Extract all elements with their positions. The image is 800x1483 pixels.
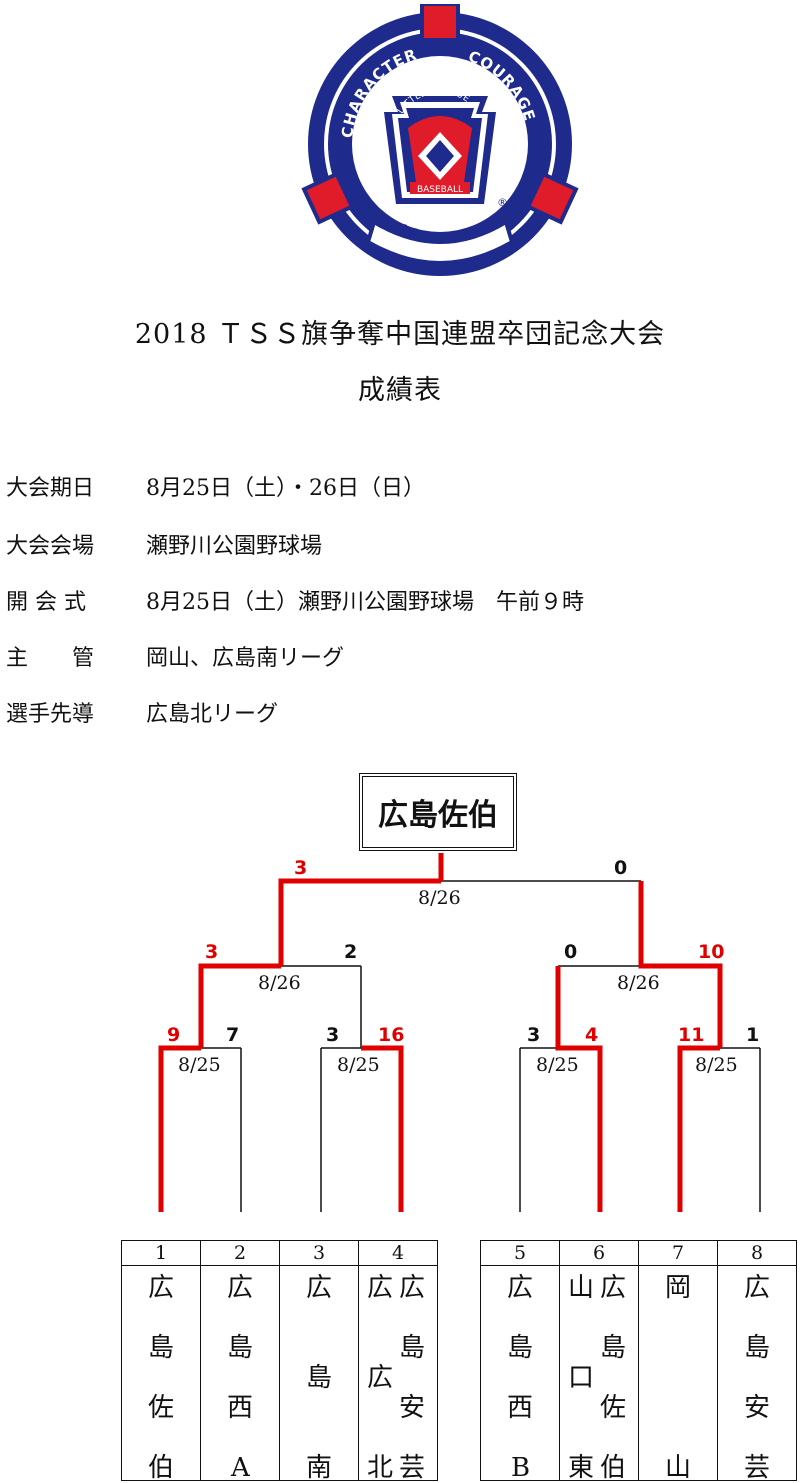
team-char: 伯 — [148, 1453, 175, 1483]
team-char: 広 — [367, 1273, 394, 1303]
team-number: 5 — [480, 1240, 560, 1266]
semi2-left-score: 0 — [564, 941, 578, 963]
team-char: 山 — [665, 1453, 692, 1483]
team-number: 1 — [121, 1240, 201, 1266]
r1-g1-right-score: 7 — [226, 1024, 240, 1046]
team-char: 島 — [507, 1333, 534, 1363]
team-char: 広 — [306, 1273, 333, 1303]
team-name-hiroshima-minami: 広 島 南 — [279, 1265, 359, 1483]
team-name-hiroshima-nishi-a: 広 島 西 A — [200, 1265, 280, 1483]
team-char: 佐 — [148, 1393, 175, 1423]
final-date: 8/26 — [418, 887, 461, 909]
info-label-lead: 選手先導 — [6, 702, 95, 727]
semi1-right-score: 2 — [344, 941, 358, 963]
team-table-left: 1 2 3 4 広 島 佐 伯 広 島 西 A 広 島 南 広 広 北 広 島 … — [121, 1240, 438, 1483]
team-char: 安 — [744, 1393, 771, 1423]
team-char: 島 — [306, 1363, 333, 1393]
team-char: 口 — [568, 1363, 595, 1393]
team-char: 山 — [568, 1273, 595, 1303]
team-char: 北 — [367, 1453, 394, 1483]
team-char: 広 — [227, 1273, 254, 1303]
r1-g2-date: 8/25 — [337, 1054, 380, 1076]
team-name-hiroshima-kita-hiroshima-aki: 広 広 北 広 島 安 芸 — [358, 1265, 438, 1483]
info-label-venue: 大会会場 — [6, 534, 95, 559]
team-char: 広 — [507, 1273, 534, 1303]
r1-g1-date: 8/25 — [178, 1054, 221, 1076]
r1-g3-right-score: 4 — [585, 1024, 599, 1046]
team-char: 安 — [399, 1393, 426, 1423]
team-number: 6 — [559, 1240, 639, 1266]
team-char: 島 — [600, 1333, 627, 1363]
team-name-hiroshima-saiki: 広 島 佐 伯 — [121, 1265, 201, 1483]
team-char: 西 — [227, 1393, 254, 1423]
tournament-bracket — [158, 853, 761, 1212]
r1-g4-date: 8/25 — [695, 1054, 738, 1076]
team-char: 広 — [744, 1273, 771, 1303]
team-number: 3 — [279, 1240, 359, 1266]
r1-g3-left-score: 3 — [527, 1024, 541, 1046]
r1-g2-left-score: 3 — [326, 1024, 340, 1046]
info-value-host: 岡山、広島南リーグ — [146, 646, 345, 671]
team-name-hiroshima-nishi-b: 広 島 西 B — [480, 1265, 560, 1483]
team-number: 7 — [638, 1240, 718, 1266]
info-label-host: 主 管 — [6, 646, 95, 671]
little-league-logo: CHARACTER COURAGE LITTLE LEAGUE BASEBALL… — [301, 4, 579, 276]
bracket-lines-black — [201, 880, 761, 1212]
r1-g4-right-score: 1 — [746, 1024, 760, 1046]
team-char: 西 — [507, 1393, 534, 1423]
team-number: 4 — [358, 1240, 438, 1266]
r1-g3-date: 8/25 — [536, 1054, 579, 1076]
team-name-okayama: 岡 山 — [638, 1265, 718, 1483]
info-value-venue: 瀬野川公園野球場 — [146, 534, 323, 559]
team-char: A — [231, 1453, 250, 1483]
info-value-ceremony: 8月25日（土）瀬野川公園野球場 午前９時 — [146, 590, 584, 615]
team-char: 南 — [306, 1453, 333, 1483]
team-char: 芸 — [399, 1453, 426, 1483]
team-number: 2 — [200, 1240, 280, 1266]
team-char: 芸 — [744, 1453, 771, 1483]
info-label-ceremony: 開 会 式 — [6, 590, 86, 615]
team-char: 佐 — [600, 1393, 627, 1423]
team-char: B — [511, 1453, 531, 1483]
team-char: 岡 — [665, 1273, 692, 1303]
team-char: 島 — [148, 1333, 175, 1363]
final-right-score: 0 — [614, 857, 628, 879]
info-value-dates: 8月25日（土）・26日（日） — [146, 476, 425, 501]
r1-g4-left-score: 11 — [678, 1024, 705, 1046]
page-title: 2018 ＴＳＳ旗争奪中国連盟卒団記念大会 — [134, 319, 666, 350]
semi1-date: 8/26 — [258, 972, 301, 994]
team-char: 広 — [148, 1273, 175, 1303]
champion-box: 広島佐伯 — [359, 773, 517, 851]
r1-g1-left-score: 9 — [167, 1024, 181, 1046]
bracket-lines-winner — [158, 853, 723, 1212]
info-value-lead: 広島北リーグ — [146, 702, 279, 727]
team-name-yamaguchi-higashi-hiroshima-saiki: 山 口 東 広 島 佐 伯 — [559, 1265, 639, 1483]
logo-banner-text: BASEBALL — [417, 185, 463, 195]
semi2-right-score: 10 — [698, 941, 725, 963]
team-char: 島 — [227, 1333, 254, 1363]
info-label-dates: 大会期日 — [6, 476, 95, 501]
team-char: 広 — [600, 1273, 627, 1303]
logo-red-squares — [301, 4, 579, 225]
final-left-score: 3 — [294, 857, 308, 879]
team-char: 島 — [744, 1333, 771, 1363]
team-number: 8 — [717, 1240, 797, 1266]
registered-mark: ® — [497, 196, 508, 209]
team-table-right: 5 6 7 8 広 島 西 B 山 口 東 広 島 佐 伯 岡 山 広 島 安 … — [480, 1240, 797, 1483]
team-name-hiroshima-aki: 広 島 安 芸 — [717, 1265, 797, 1483]
team-char: 広 — [367, 1363, 394, 1393]
team-char: 広 — [399, 1273, 426, 1303]
semi1-left-score: 3 — [205, 941, 219, 963]
page-subtitle: 成績表 — [358, 375, 442, 406]
team-char: 東 — [568, 1453, 595, 1483]
team-char: 島 — [399, 1333, 426, 1363]
team-char: 伯 — [600, 1453, 627, 1483]
r1-g2-right-score: 16 — [378, 1024, 405, 1046]
semi2-date: 8/26 — [617, 972, 660, 994]
